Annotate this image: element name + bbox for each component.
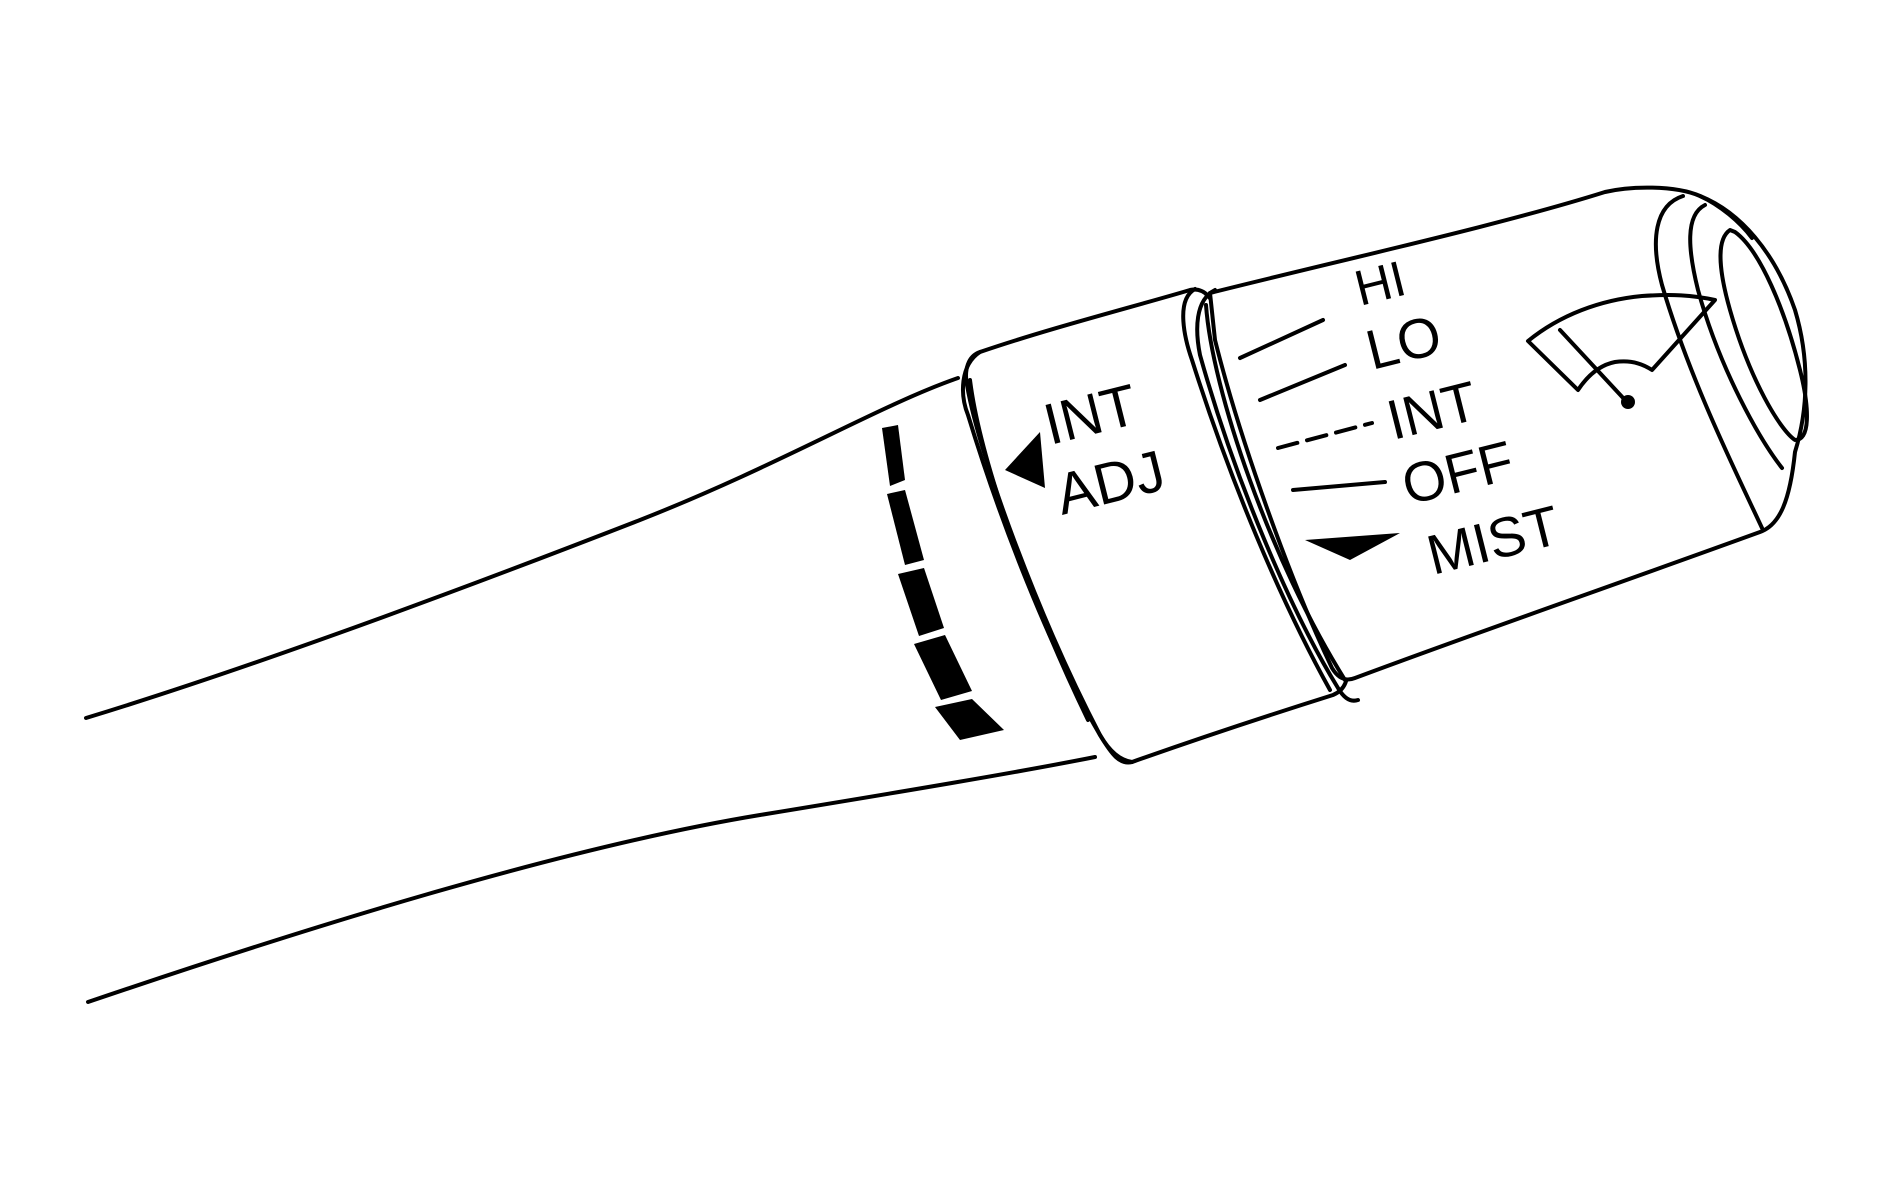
ring-rear-edge [1181,287,1332,692]
stalk-top-edge [84,376,960,720]
knob-front-collar-outer [1195,288,1360,703]
knob-front-collar-inner [1204,303,1347,682]
windshield-wiper-icon [1526,293,1717,409]
wiper-pivot-dot [1621,395,1635,409]
wiper-arm [1558,328,1627,402]
scale-segment [898,568,944,636]
knob-end-cap-face [1718,228,1809,442]
lo-marker-line [1258,363,1347,402]
knob-end-cap-rim [1698,194,1754,240]
wiper-glass-outline [1526,293,1717,392]
knob-end-cap-ring-1 [1653,194,1764,530]
mist-triangle-down-icon [1305,533,1400,560]
knob-body [1208,185,1808,682]
int-marker-dashed-line [1276,421,1374,450]
knob-position-markers [1238,318,1400,560]
off-marker-line [1291,480,1387,492]
wiper-knob[interactable] [1195,185,1809,703]
stalk-bottom-edge [86,755,1097,1004]
int-adj-ring[interactable] [961,287,1349,765]
scale-segment [914,635,972,700]
scale-segment [887,490,924,565]
scale-segment [882,425,905,486]
intermittent-scale [882,425,1004,740]
hi-marker-line [1238,318,1325,360]
triangle-left-icon [1005,432,1045,488]
ring-front-edge-inner [968,378,1090,722]
scale-segment [935,699,1004,740]
ring-labels: INT ADJ [1005,372,1171,528]
